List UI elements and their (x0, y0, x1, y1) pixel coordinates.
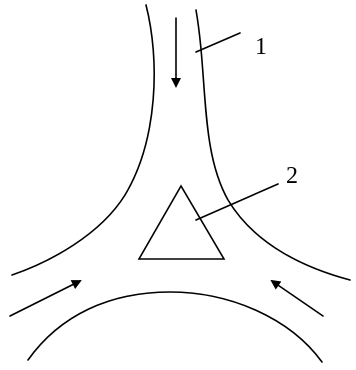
label-2: 2 (286, 163, 298, 189)
bottom-boundary (27, 291, 323, 363)
leader-line-2 (195, 183, 279, 221)
arrow-from-left (9, 280, 82, 317)
label-1: 1 (255, 34, 267, 60)
right-upper-boundary (195, 9, 351, 281)
leader-line-1 (195, 32, 241, 53)
arrow-from-right (270, 279, 324, 317)
left-upper-boundary (11, 4, 155, 276)
center-triangle (137, 184, 226, 260)
